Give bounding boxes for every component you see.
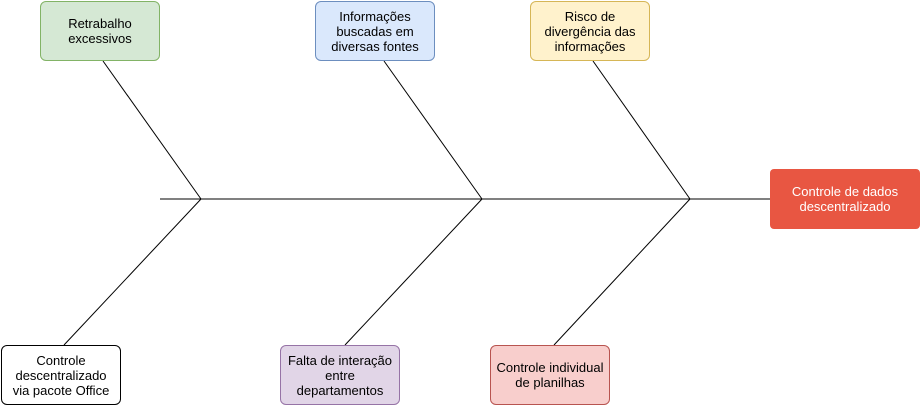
cause-label: Falta de interação entre departamentos [287, 352, 393, 398]
bone-controle-office [63, 198, 202, 346]
bone-retrabalho [102, 60, 202, 200]
cause-box-falta-interacao: Falta de interação entre departamentos [280, 345, 400, 405]
cause-box-informacoes: Informações buscadas em diversas fontes [315, 1, 435, 61]
effect-box: Controle de dados descentralizado [770, 169, 920, 229]
cause-box-risco: Risco de divergência das informações [530, 1, 650, 61]
cause-box-retrabalho: Retrabalho excessivos [40, 1, 160, 61]
cause-label: Controle descentralizado via pacote Offi… [12, 352, 110, 398]
bone-risco [592, 60, 691, 200]
cause-label: Informações buscadas em diversas fontes [331, 8, 419, 54]
cause-label: Retrabalho excessivos [68, 16, 132, 46]
cause-box-controle-office: Controle descentralizado via pacote Offi… [1, 345, 121, 405]
bone-falta [344, 198, 483, 346]
cause-label: Controle individual de planilhas [496, 360, 604, 390]
cause-label: Risco de divergência das informações [544, 8, 636, 54]
effect-label: Controle de dados descentralizado [791, 184, 899, 214]
cause-box-controle-planilhas: Controle individual de planilhas [490, 345, 610, 405]
bone-informacoes [383, 60, 483, 200]
bone-controle-planilhas [553, 198, 691, 346]
